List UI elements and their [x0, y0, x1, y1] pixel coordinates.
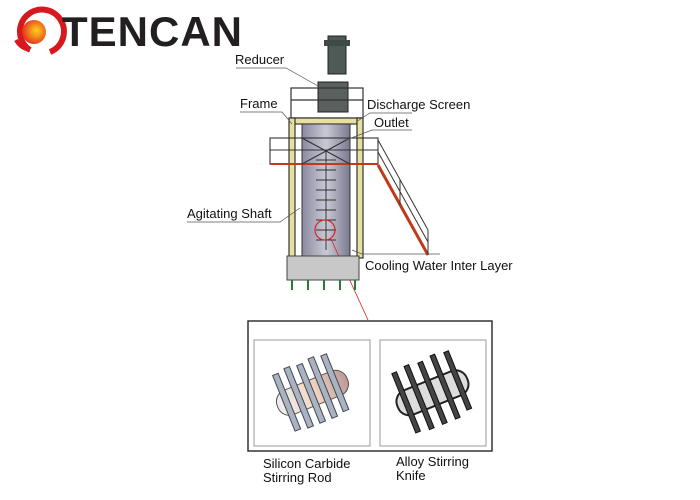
label-stirring-rod-1: Silicon Carbide [263, 456, 351, 471]
label-stirring-knife-1: Alloy Stirring [396, 454, 469, 469]
label-cooling-water: Cooling Water Inter Layer [365, 258, 513, 273]
platform [269, 137, 379, 165]
stirring-rod-image [271, 353, 350, 432]
motor [317, 35, 350, 113]
stirring-knife-image [391, 350, 473, 434]
detail-box [247, 320, 493, 452]
stirring-rod-panel [253, 339, 371, 447]
stairs [376, 139, 430, 256]
label-reducer: Reducer [235, 52, 285, 67]
base [286, 255, 360, 290]
label-stirring-rod-2: Stirring Rod [263, 470, 332, 485]
label-frame: Frame [240, 96, 278, 111]
label-outlet: Outlet [374, 115, 409, 130]
brand-name: TENCAN [62, 8, 243, 55]
tencan-logo-icon [14, 6, 67, 55]
detail-marker [314, 219, 336, 241]
label-discharge-screen: Discharge Screen [367, 97, 471, 112]
label-agitating-shaft: Agitating Shaft [187, 206, 272, 221]
stirring-knife-panel [379, 339, 487, 447]
label-stirring-knife-2: Knife [396, 468, 426, 483]
leader-lines [187, 67, 440, 255]
